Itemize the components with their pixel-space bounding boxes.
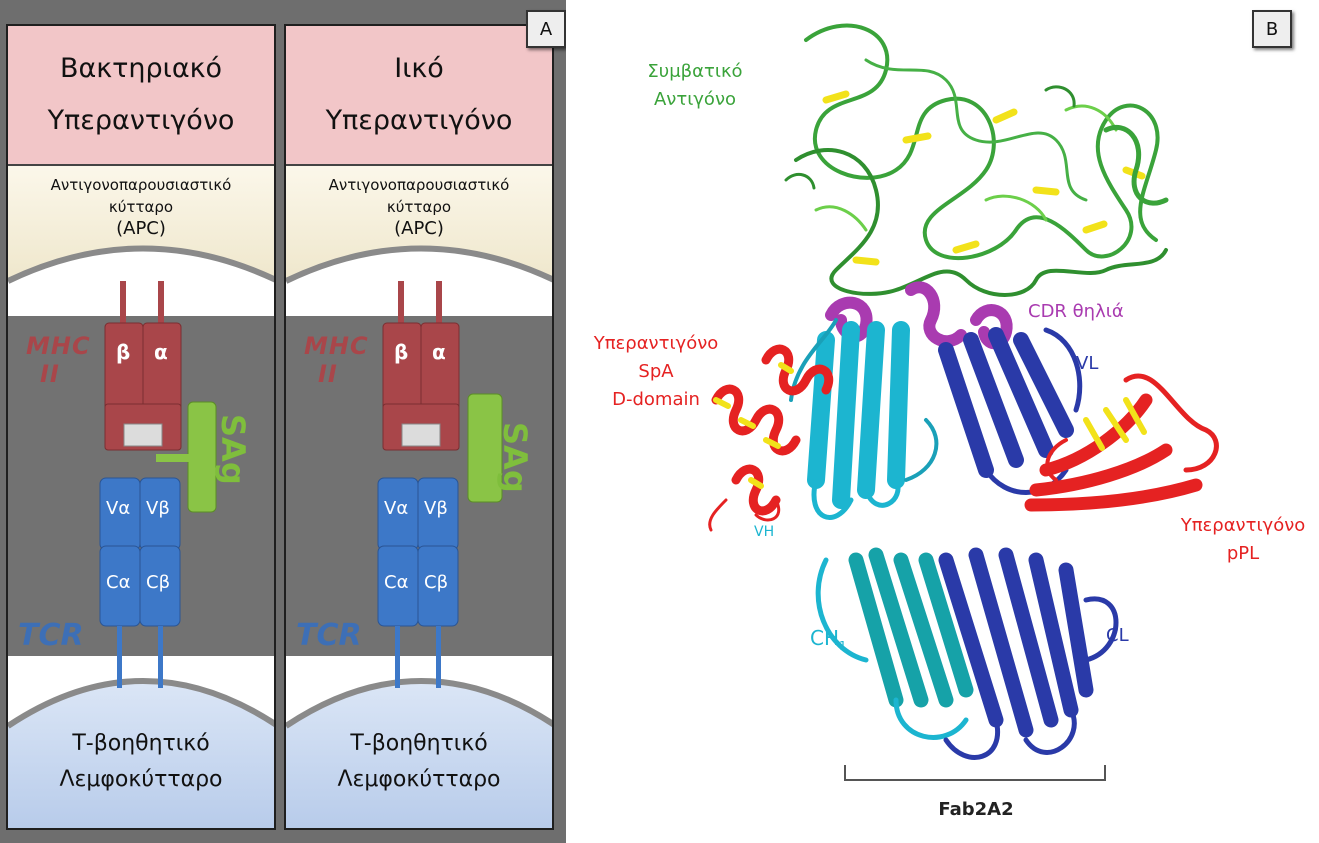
t-cell-membrane (8, 678, 274, 729)
v-beta-label: Vβ (146, 498, 170, 519)
vh-domain (789, 318, 939, 520)
c-alpha-label: Cα (106, 572, 131, 593)
cl-label: CL (1106, 625, 1129, 646)
column-title: Ιικό Υπεραντιγόνο (286, 26, 552, 166)
conventional-antigen-label: Συμβατικό Αντιγόνο (647, 61, 743, 110)
apc-label: Αντιγονοπαρουσιαστικό κύτταρο (APC) (328, 176, 510, 239)
bacterial-superantigen-column: Βακτηριακό Υπεραντιγόνο Αντιγονοπαρουσια… (6, 24, 276, 830)
vh-label: VH (754, 524, 775, 540)
beta-label: β (394, 340, 409, 364)
apc-membrane (286, 245, 552, 284)
sag-label: SAg (214, 414, 252, 485)
bacterial-diagram-graphic (8, 166, 274, 828)
tcr-label: TCR (296, 618, 362, 653)
c-alpha-label: Cα (384, 572, 409, 593)
tcr-label: TCR (18, 618, 84, 653)
peptide (123, 423, 163, 447)
ppl-label: Υπεραντιγόνο pPL (1180, 515, 1306, 564)
t-helper-label: Τ-βοηθητικό Λεμφοκύτταρο (59, 731, 223, 792)
superantigen-sag (467, 393, 503, 503)
sag-label: SAg (496, 422, 534, 493)
v-beta-label: Vβ (424, 498, 448, 519)
fab-bracket (844, 765, 1106, 781)
panel-a: Βακτηριακό Υπεραντιγόνο Αντιγονοπαρουσια… (0, 0, 566, 843)
apc-membrane (8, 245, 274, 284)
apc-cell (8, 166, 274, 281)
c-beta-label: Cβ (146, 572, 171, 593)
spa-d-domain (708, 344, 834, 532)
panel-a-badge: A (526, 10, 566, 48)
panel-b-badge: B (1252, 10, 1292, 48)
column-title: Βακτηριακό Υπεραντιγόνο (8, 26, 274, 166)
alpha-label: α (432, 340, 446, 364)
ch1-domain (815, 547, 974, 740)
beta-label: β (116, 340, 131, 364)
superantigen-sag (187, 401, 217, 513)
fab2a2-label: Fab2A2 (938, 799, 1014, 820)
vl-label: VL (1076, 353, 1099, 374)
spa-d-domain-label: Υπεραντιγόνο SpA D-domain (593, 333, 719, 410)
c-beta-label: Cβ (424, 572, 449, 593)
apc-cell (286, 166, 552, 281)
ch1-label: CH1 (810, 626, 847, 653)
mhc-ii-label: MHC II (304, 332, 369, 388)
vl-domain (938, 327, 1083, 495)
cl-domain (938, 547, 1119, 760)
conventional-antigen-ribbon (784, 23, 1169, 297)
mhc-ii-label: MHC II (26, 332, 91, 388)
v-alpha-label: Vα (106, 498, 131, 519)
v-alpha-label: Vα (384, 498, 409, 519)
peptide (401, 423, 441, 447)
apc-label: Αντιγονοπαρουσιαστικό κύτταρο (APC) (50, 176, 232, 239)
viral-diagram-graphic (286, 166, 552, 828)
t-cell (8, 681, 274, 828)
viral-superantigen-column: Ιικό Υπεραντιγόνο Αντιγονοπαρουσιαστικό … (284, 24, 554, 830)
t-helper-label: Τ-βοηθητικό Λεμφοκύτταρο (337, 731, 501, 792)
ppl-superantigen (1024, 373, 1219, 512)
t-cell-membrane (286, 678, 552, 729)
cdr-loops-label: CDR θηλιά (1028, 301, 1124, 322)
alpha-label: α (154, 340, 168, 364)
panel-b: Συμβατικό Αντιγόνο CDR θηλιά Υπεραντιγόν… (566, 0, 1319, 843)
t-cell (286, 681, 552, 828)
fab-structure-graphic (708, 23, 1219, 781)
